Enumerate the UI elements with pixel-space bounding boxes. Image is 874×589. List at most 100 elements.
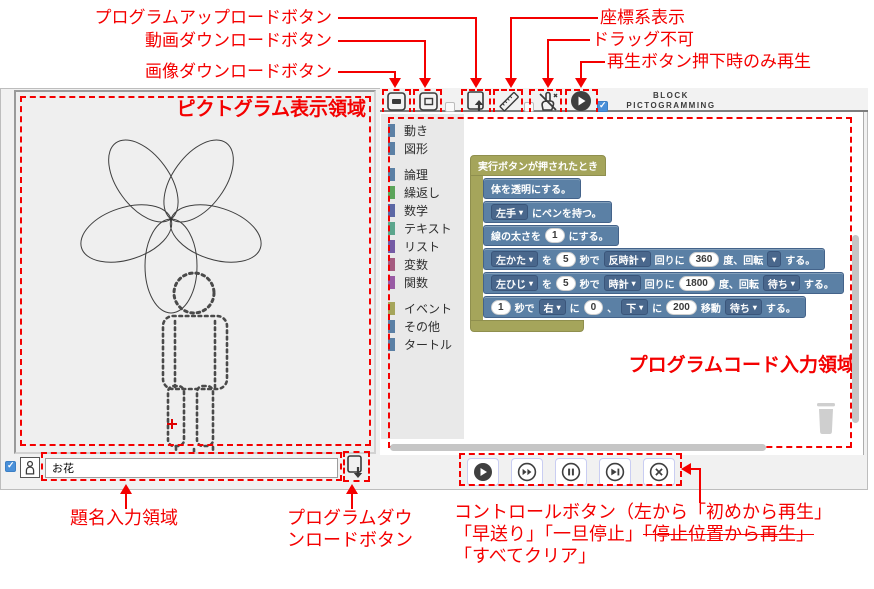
palette-category[interactable]: イベント [381,299,464,317]
category-label: タートル [404,337,453,352]
callout-line [549,39,590,41]
controls-dashed-outline [459,453,682,486]
block-dropdown[interactable]: 左ひじ [491,275,539,291]
pen-position-cross [167,419,177,429]
play-only-checkbox[interactable] [597,100,608,112]
pictogram-area-dashed-outline [20,96,371,446]
block-dropdown[interactable]: 待ち [762,275,800,291]
video-download-checkbox[interactable] [445,102,455,112]
code-block-stack[interactable]: 実行ボタンが押されたとき 体を透明にする。左手にペンを持つ。線の太さを1にする。… [470,155,844,332]
play-from-start-button[interactable] [467,458,499,486]
palette-category[interactable]: 論理 [381,165,464,183]
block-dropdown[interactable]: 左かた [491,251,539,267]
logo-line2: PICTOGRAMMING [626,101,716,110]
callout-line [394,71,396,78]
block-number-field[interactable]: 200 [666,299,697,315]
event-hat-block[interactable]: 実行ボタンが押されたとき [470,155,606,176]
block-dropdown[interactable] [767,251,782,267]
block-number-field[interactable]: 0 [583,299,604,315]
block-dropdown[interactable]: 反時計 [603,251,651,267]
category-color-chip [388,185,395,199]
program-download-icon[interactable] [346,455,366,480]
drag-button-dashed-outline [529,89,562,114]
block-dropdown[interactable]: 右 [538,299,566,315]
pause-button[interactable] [555,458,587,486]
palette-category[interactable]: 関数 [381,273,464,291]
category-color-chip [388,221,395,235]
trash-icon[interactable] [812,400,840,436]
block-dropdown[interactable]: 時計 [603,275,641,291]
title-input-dashed-outline [41,452,342,481]
code-block-row[interactable]: 体を透明にする。 [483,178,582,199]
fast-forward-button[interactable] [511,458,543,486]
code-block-row[interactable]: 左ひじを5秒で時計回りに1800度、回転待ちする。 [483,272,844,294]
callout-line [699,468,701,503]
block-number-field[interactable]: 1 [491,299,511,315]
category-color-chip [388,167,395,181]
block-number-field[interactable]: 360 [688,251,720,267]
image-download-icon[interactable] [386,92,408,111]
palette-category[interactable]: タートル [381,335,464,353]
palette-category[interactable]: その他 [381,317,464,335]
block-number-field[interactable]: 5 [556,275,576,291]
category-color-chip [388,257,395,271]
category-label: 関数 [404,275,429,290]
block-number-field[interactable]: 1800 [678,275,715,291]
palette-category[interactable]: 変数 [381,255,464,273]
category-label: 図形 [404,141,429,156]
ruler-button-dashed-outline [493,89,523,114]
ff-icon [517,462,537,482]
category-color-chip [388,141,395,155]
block-number-field[interactable]: 1 [545,228,565,243]
play-icon[interactable] [570,90,592,112]
palette-category[interactable]: 動き [381,121,464,139]
horizontal-scrollbar[interactable] [390,444,766,451]
palette-category[interactable]: テキスト [381,219,464,237]
vertical-scrollbar[interactable] [852,235,859,423]
palette-category[interactable]: 繰返し [381,183,464,201]
callout-line [338,17,477,19]
program-upload-icon[interactable] [466,91,488,112]
play-icon [474,463,492,481]
category-label: 数学 [404,203,429,218]
video-download-icon[interactable] [418,92,440,111]
block-text: 秒で [579,279,600,291]
callout-line [691,468,701,470]
title-display-checkbox[interactable] [5,460,16,472]
category-label: その他 [404,319,441,334]
annotation-drag-disabled: ドラッグ不可 [592,30,694,49]
palette-category[interactable]: 図形 [381,139,464,157]
code-block-row[interactable]: 1秒で右に0、下に200移動待ちする。 [483,296,806,318]
app-logo: BLOCK PICTOGRAMMING [615,91,727,111]
program-rows: 体を透明にする。左手にペンを持つ。線の太さを1にする。左かたを5秒で反時計回りに… [483,176,844,320]
annotation-controls-line2: 「早送り」「一旦停止」「停止位置から再生」 [454,524,814,544]
block-text: 度、回転 [718,279,759,291]
block-text: にする。 [568,232,609,243]
pictogram-display-area: ピクトグラム表示領域 [14,90,376,454]
block-text: に [569,303,580,315]
palette-category[interactable]: 数学 [381,201,464,219]
block-dropdown[interactable]: 下 [621,299,649,315]
upload-button-dashed-outline [461,89,491,114]
palette-category[interactable]: リスト [381,237,464,255]
category-color-chip [388,203,395,217]
callout-line [125,493,127,509]
block-dropdown[interactable]: 待ち [724,299,762,315]
block-number-field[interactable]: 5 [556,251,576,267]
callout-line [475,17,477,78]
annotation-play-only: 再生ボタン押下時のみ再生 [607,52,811,71]
clear-icon [649,462,669,482]
code-block-row[interactable]: 左手にペンを持つ。 [483,201,612,223]
annotation-controls-line2-pre: 「早送り」「一旦停止」 [454,524,643,544]
category-color-chip [388,301,395,315]
ruler-icon[interactable] [498,91,520,112]
title-input[interactable] [45,458,338,478]
clear-all-button[interactable] [643,458,675,486]
play-button-dashed-outline [565,89,598,114]
code-block-row[interactable]: 左かたを5秒で反時計回りに360度、回転する。 [483,248,826,270]
block-dropdown[interactable]: 左手 [491,204,529,220]
drag-disabled-icon[interactable] [536,90,560,113]
human-pictogram-button[interactable] [20,457,40,478]
block-text: 線の太さを [491,232,541,243]
